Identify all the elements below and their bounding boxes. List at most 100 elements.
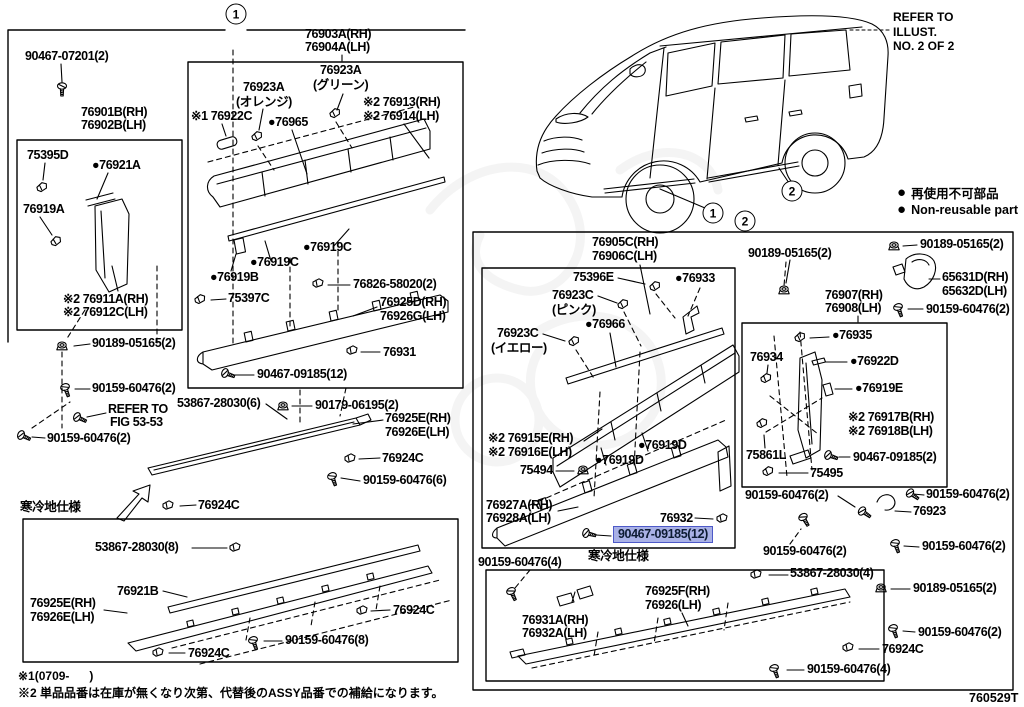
part-label-90467-09185-12b: 90467-09185(12) xyxy=(613,526,713,543)
part-label-76918b: ※2 76918B(LH) xyxy=(848,424,933,438)
part-label-76923a-org-color: (オレンジ) xyxy=(236,95,292,109)
part-label-76902b: 76902B(LH) xyxy=(81,118,146,132)
legend-row-en: ● Non-reusable part xyxy=(897,201,1019,218)
part-label-76928a: 76928A(LH) xyxy=(486,511,551,525)
part-label-76923a-grn-color: (グリーン) xyxy=(313,78,369,92)
part-label-76924c-c: 76924C xyxy=(393,603,435,617)
watermark xyxy=(425,148,723,467)
part-label-76919b: ●76919B xyxy=(210,270,259,284)
part-label-75495: 75495 xyxy=(810,466,843,480)
part-label-76923a-org: 76923A xyxy=(243,80,285,94)
refer-illust-note: REFER TO ILLUST. NO. 2 OF 2 xyxy=(893,10,954,54)
part-label-76923c-pink: 76923C xyxy=(552,288,594,302)
part-label-90159-60476-e: 90159-60476(2) xyxy=(926,487,1010,501)
part-label-76933: ●76933 xyxy=(675,271,715,285)
part-label-76922c: ※1 76922C xyxy=(191,109,253,123)
part-label-76913: ※2 76913(RH) xyxy=(363,95,441,109)
part-label-76919c-2: ●76919C xyxy=(250,255,299,269)
part-drawings xyxy=(85,118,937,665)
part-label-76826-58020: 76826-58020(2) xyxy=(353,277,437,291)
part-label-76923c-yel-color: (イエロー) xyxy=(491,341,547,355)
part-label-76919c-1: ●76919C xyxy=(303,240,352,254)
part-label-75861l: 75861L xyxy=(746,448,786,462)
part-label-65631d: 65631D(RH) xyxy=(942,270,1009,284)
part-label-kanrei-1: 寒冷地仕様 xyxy=(20,500,81,514)
callout-circle-2: 2 xyxy=(734,210,756,232)
callout-circle-1: 1 xyxy=(702,202,724,224)
part-label-76912c: ※2 76912C(LH) xyxy=(63,305,148,319)
part-label-90159-60476-6: 90159-60476(6) xyxy=(363,473,447,487)
part-label-76923c-pink-color: (ピンク) xyxy=(552,303,596,317)
part-label-76931a: 76931A(RH) xyxy=(522,613,589,627)
footnote-2: ※2 単品品番は在庫が無くなり次第、代替後のASSY品番での補給になります。 xyxy=(18,686,444,700)
part-label-90189-05165-d: 90189-05165(2) xyxy=(913,581,997,595)
part-label-90159-60476-c: 90159-60476(2) xyxy=(926,302,1010,316)
part-label-90189-05165-a: 90189-05165(2) xyxy=(92,336,176,350)
part-label-76919d-2: ●76919D xyxy=(595,453,644,467)
part-label-76924c-b: 76924C xyxy=(198,498,240,512)
part-label-90159-60476-d: 90159-60476(2) xyxy=(745,488,829,502)
part-label-76921a: ●76921A xyxy=(92,158,141,172)
part-label-76926-lh: 76926(LH) xyxy=(645,598,702,612)
part-label-53867-28030-6: 53867-28030(6) xyxy=(177,396,261,410)
part-label-76926e-a: 76926E(LH) xyxy=(385,425,450,439)
legend-en-label: Non-reusable part xyxy=(911,203,1019,217)
part-label-76932: 76932 xyxy=(660,511,693,525)
part-label-76924c-e: 76924C xyxy=(882,642,924,656)
part-label-76919d-1: ●76919D xyxy=(638,438,687,452)
part-label-76919a: 76919A xyxy=(23,202,65,216)
part-label-76924c-d: 76924C xyxy=(188,646,230,660)
part-label-76965: ●76965 xyxy=(268,115,308,129)
part-label-76924c-a: 76924C xyxy=(382,451,424,465)
part-label-90189-05165-c: 90189-05165(2) xyxy=(920,237,1004,251)
part-label-76926e-b: 76926E(LH) xyxy=(30,610,95,624)
legend-jp-label: 再使用不可部品 xyxy=(911,187,999,201)
part-label-76922d: ●76922D xyxy=(850,354,899,368)
part-label-76905c: 76905C(RH) xyxy=(592,235,659,249)
part-label-90159-60476-a: 90159-60476(2) xyxy=(92,381,176,395)
part-label-75396e: 75396E xyxy=(573,270,614,284)
part-label-76917b: ※2 76917B(RH) xyxy=(848,410,934,424)
part-label-90467-09185-12a: 90467-09185(12) xyxy=(257,367,347,381)
part-label-76904a: 76904A(LH) xyxy=(305,40,370,54)
part-label-76916e: ※2 76916E(LH) xyxy=(488,445,572,459)
part-label-76966: ●76966 xyxy=(585,317,625,331)
part-label-90467-09185-2: 90467-09185(2) xyxy=(853,450,937,464)
part-label-refer-fig-1: REFER TO xyxy=(108,402,168,416)
leader-lines xyxy=(31,54,941,671)
part-label-refer-fig-2: FIG 53-53 xyxy=(110,415,163,429)
non-reusable-bullet-icon: ● xyxy=(897,201,907,218)
callout-circle-1: 1 xyxy=(225,3,247,25)
footnote-1: ※1(0709- ) xyxy=(18,669,94,683)
part-label-76925e-a: 76925E(RH) xyxy=(385,411,451,425)
part-label-76925d: 76925D(RH) xyxy=(380,295,447,309)
refer-illust-line2: ILLUST. xyxy=(893,24,937,39)
part-label-90179-06195: 90179-06195(2) xyxy=(315,398,399,412)
car-illustration xyxy=(535,15,892,234)
part-label-65632d: 65632D(LH) xyxy=(942,284,1007,298)
part-label-76903a: 76903A(RH) xyxy=(305,27,372,41)
part-label-76926g: 76926G(LH) xyxy=(380,309,446,323)
part-label-76901b: 76901B(RH) xyxy=(81,105,148,119)
part-label-76915e: ※2 76915E(RH) xyxy=(488,431,574,445)
part-label-76923: 76923 xyxy=(913,504,946,518)
part-label-90159-60476-h: 90159-60476(2) xyxy=(918,625,1002,639)
part-label-90189-05165-b: 90189-05165(2) xyxy=(748,246,832,260)
part-label-76927a: 76927A(RH) xyxy=(486,498,553,512)
part-label-90159-60476-8: 90159-60476(8) xyxy=(285,633,369,647)
part-label-75494: 75494 xyxy=(520,463,553,477)
frames xyxy=(7,29,1014,691)
part-label-76935: ●76935 xyxy=(832,328,872,342)
callout-circle-2: 2 xyxy=(781,180,803,202)
part-label-76907: 76907(RH) xyxy=(825,288,883,302)
part-label-76932a: 76932A(LH) xyxy=(522,626,587,640)
part-label-76921b: 76921B xyxy=(117,584,159,598)
part-label-76925e-b: 76925E(RH) xyxy=(30,596,96,610)
part-label-90159-60476-4a: 90159-60476(4) xyxy=(478,555,562,569)
part-label-76934: 76934 xyxy=(750,350,783,364)
part-label-76925f: 76925F(RH) xyxy=(645,584,710,598)
refer-illust-line1: REFER TO xyxy=(893,10,954,24)
sheet-code: 760529T xyxy=(969,691,1019,705)
